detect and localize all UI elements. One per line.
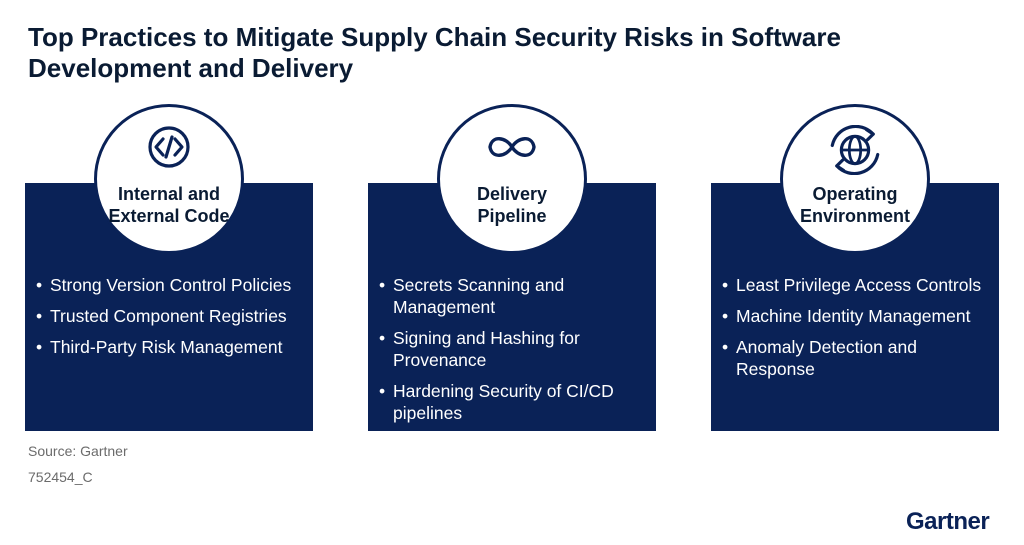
- list-item: Strong Version Control Policies: [33, 274, 305, 296]
- infinity-icon: [488, 137, 536, 157]
- list-item: Hardening Security of CI/CD pipelines: [376, 380, 648, 424]
- column-heading: Internal and External Code: [108, 184, 230, 226]
- code-icon: [148, 126, 190, 168]
- page-title: Top Practices to Mitigate Supply Chain S…: [28, 22, 841, 83]
- practice-list: Secrets Scanning and Management Signing …: [376, 274, 648, 433]
- list-item: Signing and Hashing for Provenance: [376, 327, 648, 371]
- list-item: Least Privilege Access Controls: [719, 274, 991, 296]
- figure-id: 752454_C: [28, 469, 93, 485]
- practice-list: Strong Version Control Policies Trusted …: [33, 274, 305, 367]
- source-note: Source: Gartner: [28, 443, 128, 459]
- column-badge: Operating Environment: [780, 104, 930, 254]
- list-item: Trusted Component Registries: [33, 305, 305, 327]
- column-badge: Internal and External Code: [94, 104, 244, 254]
- list-item: Machine Identity Management: [719, 305, 991, 327]
- column-card-delivery-pipeline: Secrets Scanning and Management Signing …: [368, 183, 656, 431]
- column-heading: Operating Environment: [799, 184, 910, 226]
- list-item: Secrets Scanning and Management: [376, 274, 648, 318]
- globe-cycle-icon: [830, 125, 880, 175]
- column-heading: Delivery Pipeline: [476, 184, 548, 226]
- practice-list: Least Privilege Access Controls Machine …: [719, 274, 991, 389]
- list-item: Third-Party Risk Management: [33, 336, 305, 358]
- column-badge: Delivery Pipeline: [437, 104, 587, 254]
- gartner-logo: Gartner: [906, 508, 990, 535]
- column-card-operating-environment: Least Privilege Access Controls Machine …: [711, 183, 999, 431]
- list-item: Anomaly Detection and Response: [719, 336, 991, 380]
